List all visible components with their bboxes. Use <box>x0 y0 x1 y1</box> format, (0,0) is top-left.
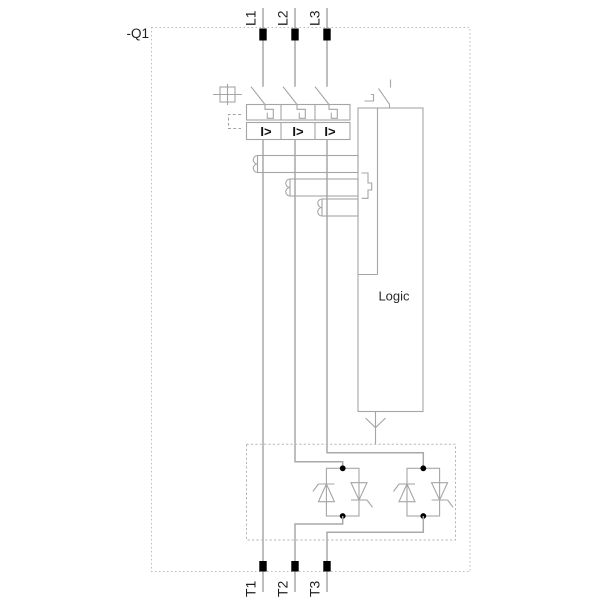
mechanism-row <box>245 103 351 121</box>
logic-inner-partition <box>358 108 379 276</box>
gate-lead <box>366 499 373 508</box>
pair1-frame <box>325 467 360 517</box>
t3-label: T3 <box>307 580 323 597</box>
thyristor-down-icon <box>430 482 454 508</box>
bypass-actuation-step-icon <box>364 93 375 102</box>
l1-label: L1 <box>243 10 259 26</box>
mechanical-linkage <box>227 113 241 130</box>
gate-arrow-icon <box>365 411 386 444</box>
l2-terminal-icon <box>291 28 299 41</box>
gate-lead <box>447 499 454 508</box>
current-transformer-3 <box>317 198 359 217</box>
t1-label: T1 <box>243 580 259 597</box>
top-terminal-l1: L1 <box>243 8 267 41</box>
l2-label: L2 <box>275 10 291 26</box>
latch-hook-icon <box>328 104 338 119</box>
manual-operator-icon <box>213 84 242 105</box>
power-section-boundary <box>246 443 456 541</box>
t3-conductor <box>326 516 425 561</box>
ct1-winding-icon <box>252 154 258 174</box>
junction-triangle <box>430 482 449 502</box>
overcurrent-trip-label-3: I> <box>324 124 336 139</box>
device-label: -Q1 <box>126 26 149 41</box>
contact-blade-icon <box>282 86 298 105</box>
ct3-winding-icon <box>317 198 323 217</box>
logic-body <box>357 107 424 413</box>
ct-signal-brace-icon <box>361 172 373 199</box>
top-terminal-l2: L2 <box>275 8 299 41</box>
thyristor-up-icon <box>393 482 416 503</box>
junction-triangle <box>350 482 368 502</box>
trip-row <box>245 121 351 141</box>
thyristor-down-icon <box>350 482 373 508</box>
ct2-winding-icon <box>285 178 291 197</box>
l3-conductor-main <box>326 139 425 469</box>
t2-label: T2 <box>275 580 291 597</box>
contact-blade-icon <box>314 86 330 105</box>
breaker-pole-2: I> <box>282 86 306 139</box>
t1-terminal-icon <box>259 561 267 572</box>
latch-hook-icon <box>264 104 274 119</box>
t3-terminal-icon <box>323 561 331 572</box>
l3-terminal-icon <box>323 28 331 41</box>
overcurrent-trip-label-2: I> <box>292 124 304 139</box>
t2-conductor <box>294 516 344 561</box>
top-terminal-l3: L3 <box>307 8 331 41</box>
bypass-contact-blade <box>378 88 390 105</box>
pair2-top-node <box>420 465 427 472</box>
trip-row-dividers <box>280 122 316 140</box>
pair1-top-node <box>339 465 346 472</box>
overcurrent-trip-label-1: I> <box>260 124 272 139</box>
thyristor-pair-1 <box>312 465 373 519</box>
junction-triangle <box>317 482 336 503</box>
l1-terminal-icon <box>259 28 267 41</box>
t2-terminal-icon <box>291 561 299 572</box>
current-transformer-1 <box>252 154 359 174</box>
breaker-symbol: I> I> I> <box>213 84 351 141</box>
bottom-terminal-t3: T3 <box>307 561 331 597</box>
bypass-contact-icon <box>364 79 392 108</box>
mechanism-row-dividers <box>280 104 316 120</box>
breaker-pole-3: I> <box>314 86 338 139</box>
thyristor-up-icon <box>312 482 336 503</box>
device-boundary <box>151 27 471 572</box>
gate-lead <box>312 483 319 492</box>
contact-blade-icon <box>250 86 266 105</box>
l3-label: L3 <box>307 10 323 26</box>
logic-block: Logic <box>357 79 424 444</box>
ct2-body <box>289 178 359 197</box>
gate-arrowhead <box>365 417 386 429</box>
bottom-terminal-t2: T2 <box>275 561 299 597</box>
l2-conductor-main <box>294 139 344 469</box>
gate-lead <box>393 483 400 492</box>
thyristor-pair-2 <box>393 465 454 519</box>
logic-label: Logic <box>378 289 410 304</box>
breaker-pole-1: I> <box>250 86 274 139</box>
latch-hook-icon <box>296 104 306 119</box>
junction-triangle <box>398 482 416 503</box>
bottom-terminal-t1: T1 <box>243 561 267 597</box>
pair2-frame <box>406 467 441 517</box>
ct1-body <box>256 154 359 174</box>
current-transformer-2 <box>285 178 359 197</box>
